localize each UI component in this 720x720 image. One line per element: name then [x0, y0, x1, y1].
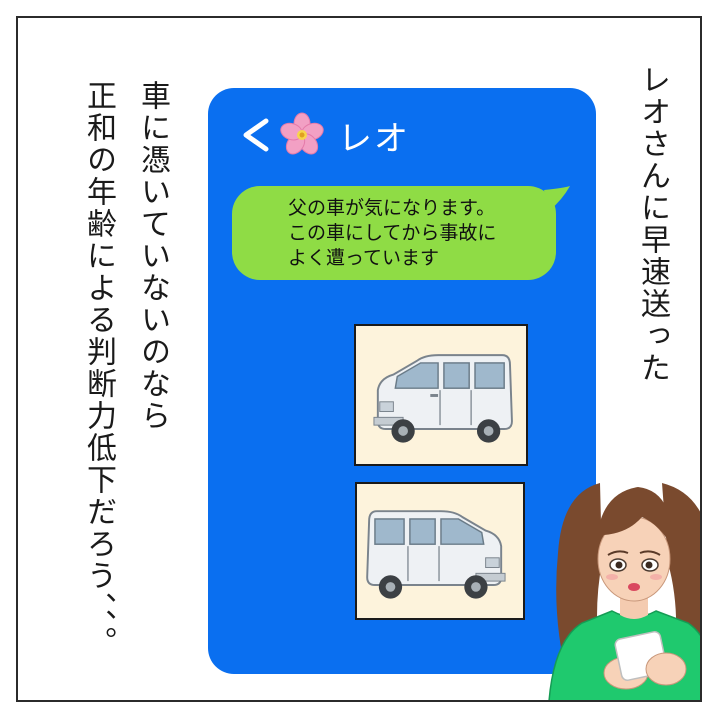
message-line-2: この車にしてから事故に	[288, 222, 497, 244]
van-image	[366, 510, 506, 599]
phone-chat-screen: レオ 父の車が気になります。 この車にしてから事故に よく遭っています	[208, 88, 596, 674]
van-image	[373, 354, 513, 443]
narration-left-line2: 正和の年齢による判断力低下だろう、、。	[81, 80, 116, 658]
van-image-front[interactable]	[354, 324, 528, 466]
message-line-1: 父の車が気になります。	[288, 197, 496, 219]
narration-right: レオさんに早速送った	[635, 64, 670, 384]
comic-panel: 車に憑いていないのなら 正和の年齢による判断力低下だろう、、。 レオさんに早速送…	[16, 16, 702, 702]
narration-left-line1: 車に憑いていないのなら	[135, 80, 170, 432]
van-image-rear[interactable]	[355, 482, 525, 620]
back-chevron-icon[interactable]	[236, 113, 276, 157]
cherry-blossom-icon	[280, 112, 324, 155]
bubble-tail	[544, 186, 570, 210]
woman-with-phone-illustration	[548, 483, 700, 700]
message-bubble: 父の車が気になります。 この車にしてから事故に よく遭っています	[232, 186, 570, 280]
chat-contact-name: レオ	[338, 118, 410, 159]
chat-header: レオ	[236, 110, 410, 160]
message-line-3: よく遭っています	[288, 247, 440, 269]
